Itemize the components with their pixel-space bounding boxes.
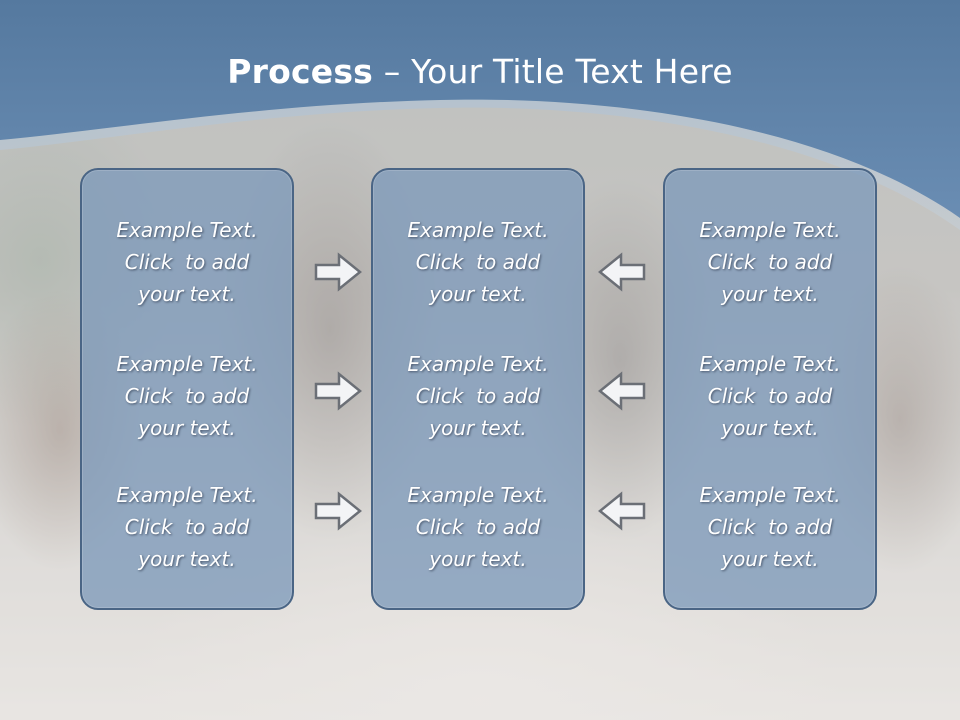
text-placeholder[interactable]: Example Text. Click to add your text. <box>116 483 258 571</box>
text-placeholder[interactable]: Example Text. Click to add your text. <box>116 352 258 440</box>
arrow-right-icon[interactable] <box>313 251 365 293</box>
text-placeholder[interactable]: Example Text. Click to add your text. <box>407 483 549 571</box>
header-band <box>0 0 960 230</box>
arrow-left-icon[interactable] <box>595 370 647 412</box>
title-rest: – Your Title Text Here <box>373 52 733 91</box>
right-panel[interactable]: Example Text. Click to add your text. Ex… <box>663 168 877 610</box>
arrow-left-icon[interactable] <box>595 490 647 532</box>
slide-title[interactable]: Process – Your Title Text Here <box>0 52 960 91</box>
text-placeholder[interactable]: Example Text. Click to add your text. <box>116 218 258 306</box>
title-bold: Process <box>227 52 374 91</box>
middle-panel[interactable]: Example Text. Click to add your text. Ex… <box>371 168 585 610</box>
text-placeholder[interactable]: Example Text. Click to add your text. <box>699 483 841 571</box>
text-placeholder[interactable]: Example Text. Click to add your text. <box>699 352 841 440</box>
left-panel[interactable]: Example Text. Click to add your text. Ex… <box>80 168 294 610</box>
arrow-right-icon[interactable] <box>313 370 365 412</box>
arrow-left-icon[interactable] <box>595 251 647 293</box>
text-placeholder[interactable]: Example Text. Click to add your text. <box>407 352 549 440</box>
text-placeholder[interactable]: Example Text. Click to add your text. <box>699 218 841 306</box>
text-placeholder[interactable]: Example Text. Click to add your text. <box>407 218 549 306</box>
arrow-right-icon[interactable] <box>313 490 365 532</box>
